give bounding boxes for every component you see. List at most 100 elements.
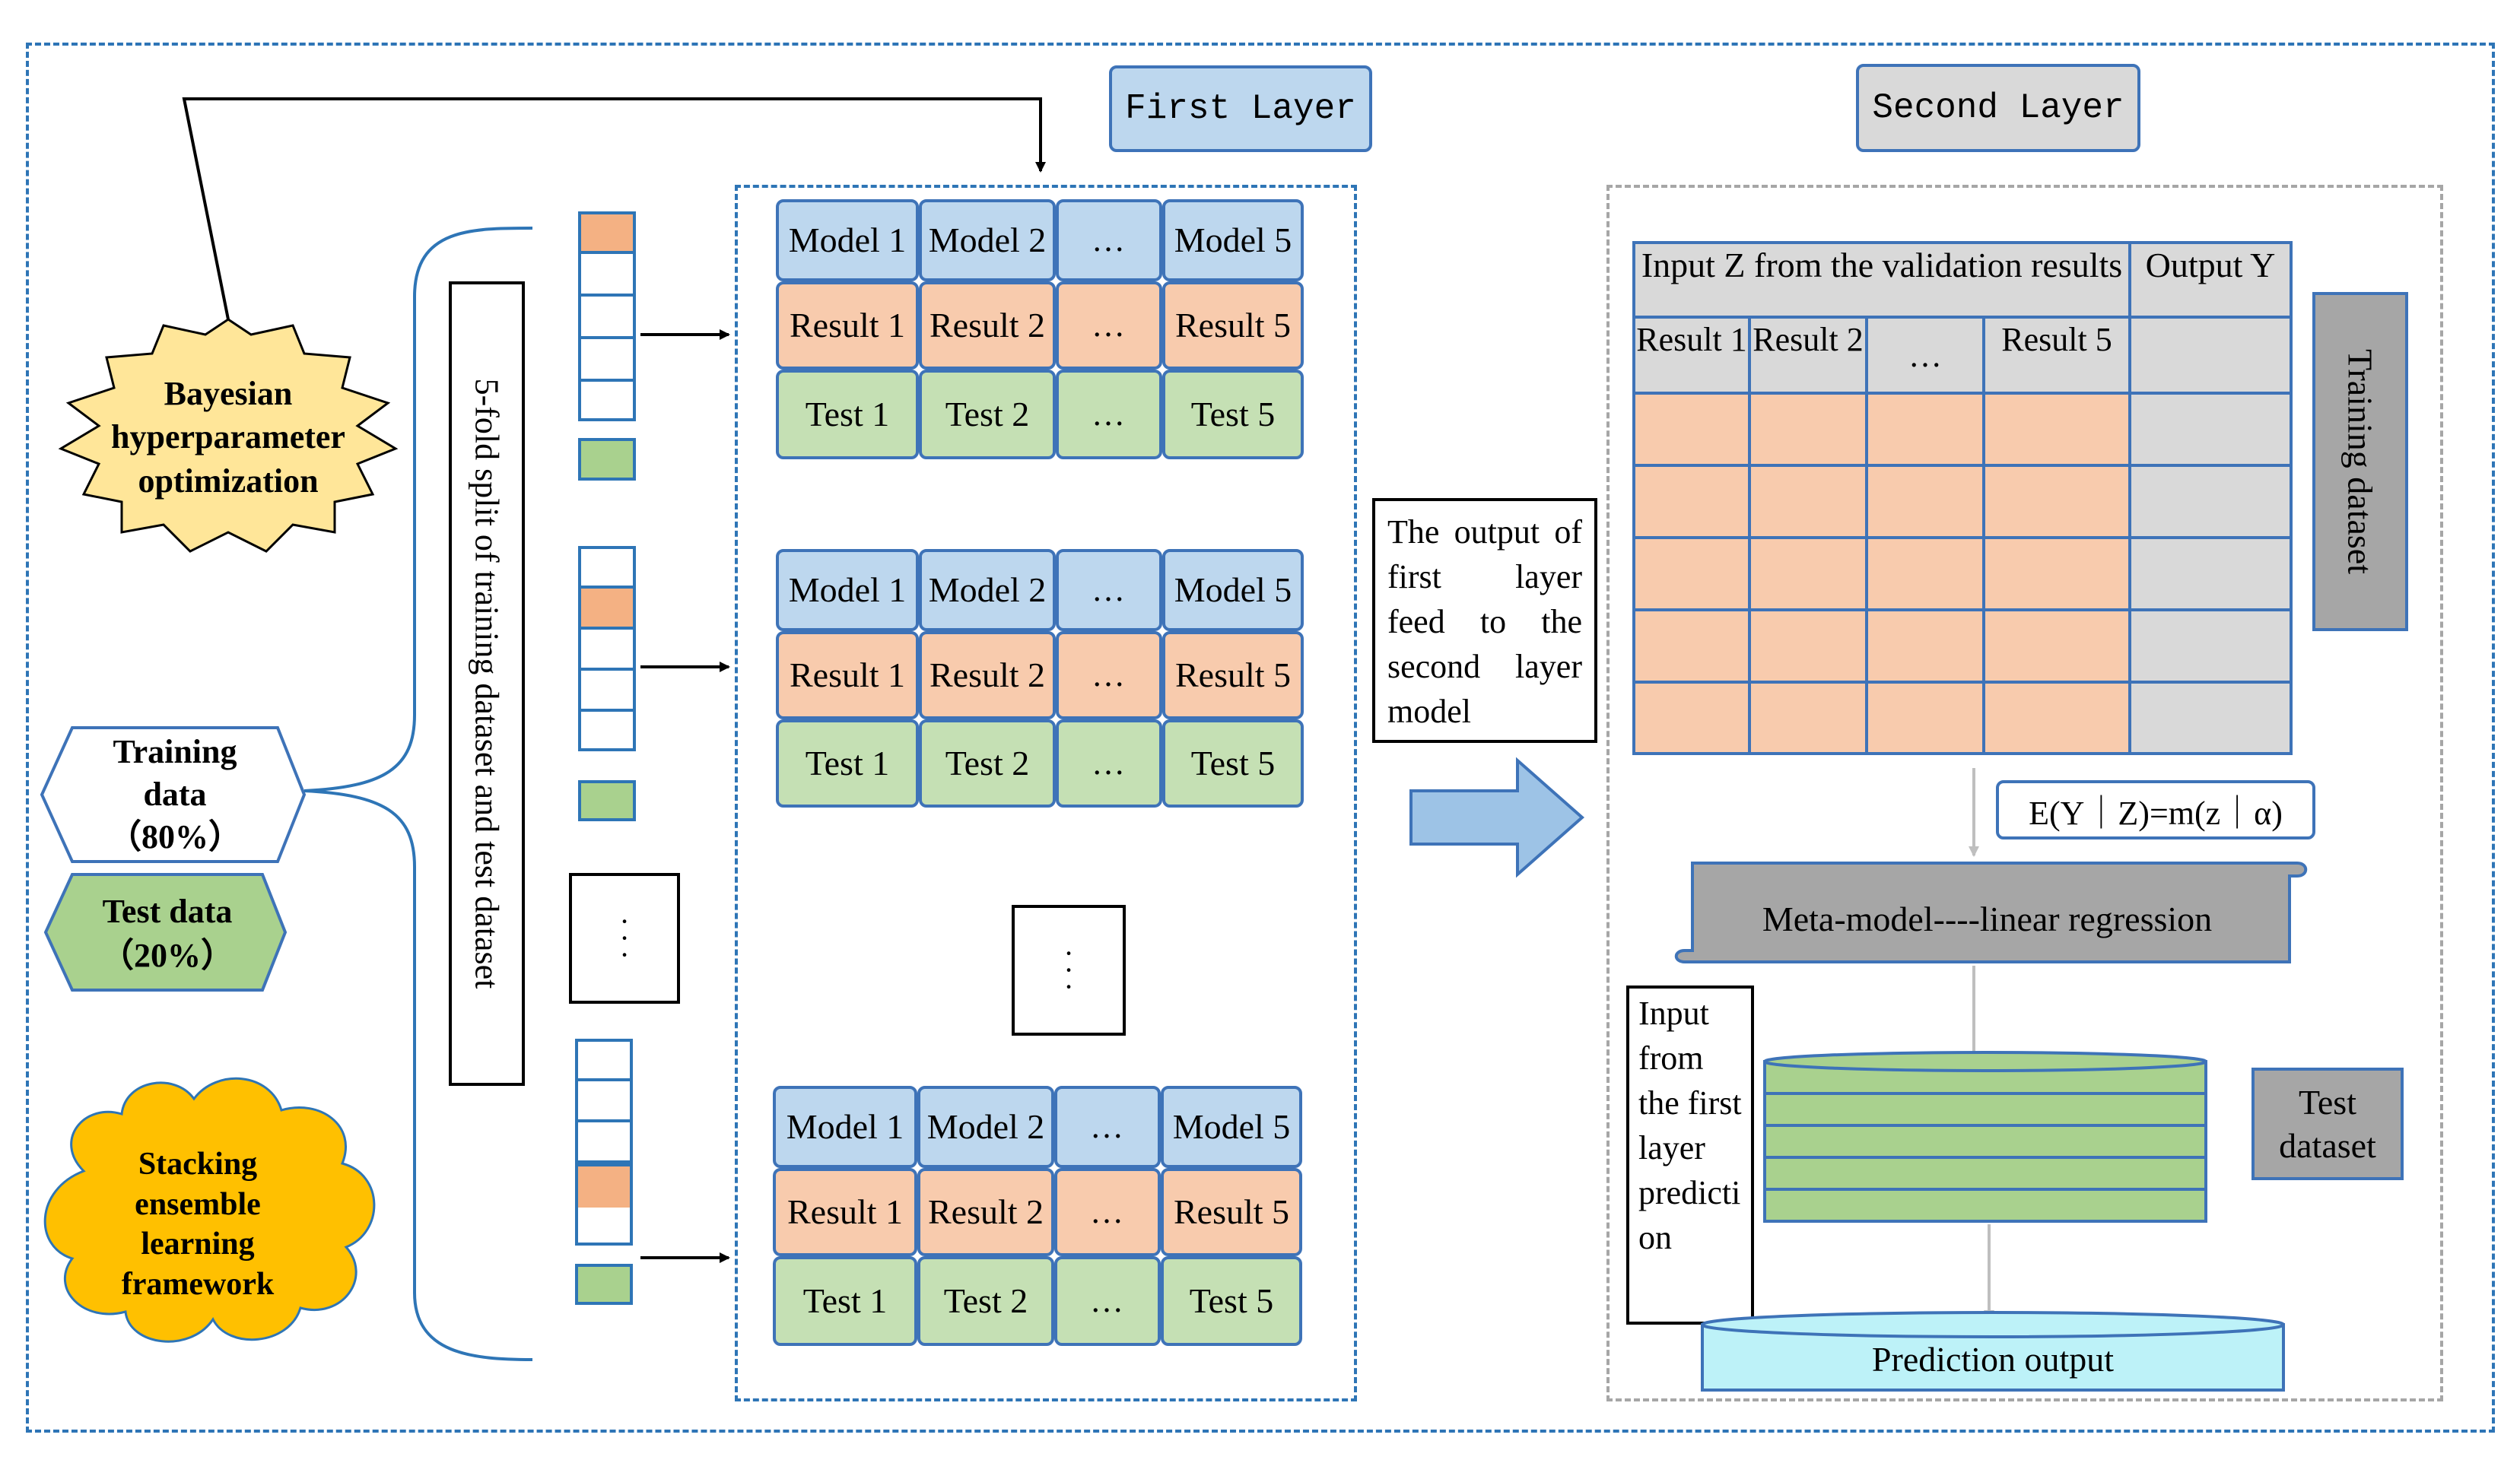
table-subheader-1-text: Result 1 <box>1636 321 1747 358</box>
table-header-input: Input Z from the validation results <box>1632 241 2131 319</box>
result-5-block-1: Result 5 <box>1162 281 1304 370</box>
split-brace <box>303 227 533 1361</box>
test-ellipsis-block-2: … <box>1056 719 1162 808</box>
test-5-block-3: Test 5 <box>1161 1256 1302 1346</box>
table-subheader-2: Result 2 <box>1748 316 1868 395</box>
table-subheader-ellipsis: … <box>1865 316 1985 395</box>
fold-stack-2 <box>578 546 636 751</box>
test-dataset-stack <box>1763 1051 2207 1223</box>
big-block-arrow <box>1409 757 1585 878</box>
model-5-block-1: Model 5 <box>1162 199 1304 281</box>
fold-test-3 <box>575 1264 633 1305</box>
split-label-box: 5-fold split of training dataset and tes… <box>449 281 525 1086</box>
equation-box: E(Y｜Z)=m(z｜α) <box>1996 780 2315 840</box>
table-subheader-5-text: Result 5 <box>2001 321 2112 358</box>
test-1-block-1: Test 1 <box>776 370 919 459</box>
result-1-block-1: Result 1 <box>776 281 919 370</box>
test-data-line-2: （20%） <box>100 936 234 974</box>
table-header-output: Output Y <box>2128 241 2293 319</box>
test-1-block-2: Test 1 <box>776 719 919 808</box>
test-2-block-3: Test 2 <box>917 1256 1054 1346</box>
model-1-block-2: Model 1 <box>776 549 919 631</box>
table-subheader-1: Result 1 <box>1632 316 1751 395</box>
stacking-cloud-shape <box>43 1077 376 1343</box>
block-ellipsis-box: ··· <box>1012 905 1126 1036</box>
output-feed-text: The output of first layer feed to the se… <box>1387 513 1582 730</box>
stacking-line-2: ensemble <box>135 1186 261 1222</box>
first-layer-container <box>735 185 1357 1401</box>
table-header-output-text: Output Y <box>2145 246 2276 284</box>
test-data-hexagon <box>43 873 288 992</box>
split-label-text: 5-fold split of training dataset and tes… <box>468 378 506 989</box>
training-data-line-2: data <box>143 775 207 813</box>
result-2-block-2: Result 2 <box>919 631 1056 719</box>
validation-table: Input Z from the validation results Outp… <box>1632 241 2293 755</box>
model-5-block-3: Model 5 <box>1161 1086 1302 1168</box>
model-2-block-1: Model 2 <box>919 199 1056 281</box>
model-1-block-1: Model 1 <box>776 199 919 281</box>
training-dataset-box: Training dataset <box>2312 292 2408 631</box>
training-dataset-text: Training dataset <box>2340 349 2380 574</box>
first-layer-title: First Layer <box>1109 65 1372 152</box>
second-layer-title: Second Layer <box>1856 64 2140 152</box>
result-ellipsis-block-3: … <box>1054 1168 1161 1256</box>
stacking-line-1: Stacking <box>138 1147 258 1182</box>
result-5-block-3: Result 5 <box>1161 1168 1302 1256</box>
outer-frame <box>26 43 2495 1433</box>
fold-stack-3 <box>575 1039 633 1246</box>
test-ellipsis-block-3: … <box>1054 1256 1161 1346</box>
stacking-line-3: learning <box>141 1227 255 1262</box>
second-layer-container <box>1606 185 2443 1401</box>
model-5-block-2: Model 5 <box>1162 549 1304 631</box>
prediction-output-cylinder <box>1701 1311 2285 1392</box>
fold-ellipsis-box: ··· <box>569 873 680 1004</box>
table-subheader-2-text: Result 2 <box>1753 321 1864 358</box>
meta-model-label: Meta-model----linear regression <box>1762 900 2213 938</box>
table-header-input-text: Input Z from the validation results <box>1641 246 2123 284</box>
model-ellipsis-block-2: … <box>1056 549 1162 631</box>
model-ellipsis-block-3: … <box>1054 1086 1161 1168</box>
meta-model-scroll <box>1674 862 2308 963</box>
bayesian-star-shape <box>58 318 399 553</box>
stacking-label: Stacking ensemble learning framework <box>61 1137 335 1312</box>
test-2-block-1: Test 2 <box>919 370 1056 459</box>
training-data-line-3: （80%） <box>108 818 242 856</box>
result-ellipsis-block-2: … <box>1056 631 1162 719</box>
test-5-block-1: Test 5 <box>1162 370 1304 459</box>
model-2-block-2: Model 2 <box>919 549 1056 631</box>
model-1-block-3: Model 1 <box>773 1086 917 1168</box>
table-subheader-output <box>2128 316 2293 395</box>
table-row <box>1632 464 2293 539</box>
output-feed-box: The output of first layer feed to the se… <box>1372 498 1597 743</box>
result-1-block-3: Result 1 <box>773 1168 917 1256</box>
result-ellipsis-block-1: … <box>1056 281 1162 370</box>
prediction-output-label: Prediction output <box>1871 1339 2115 1379</box>
result-1-block-2: Result 1 <box>776 631 919 719</box>
table-row <box>1632 536 2293 611</box>
bayesian-label: Bayesian hyperparameter optimization <box>111 375 345 500</box>
test-data-label: Test data （20%） <box>61 882 274 985</box>
fold-test-2 <box>578 780 636 821</box>
test-dataset-box: Test dataset <box>2251 1068 2404 1180</box>
test-ellipsis-block-1: … <box>1056 370 1162 459</box>
input-from-first-text: Input from the first layer prediction <box>1638 995 1742 1256</box>
table-row <box>1632 608 2293 684</box>
table-row <box>1632 681 2293 755</box>
training-data-line-1: Training <box>113 732 237 770</box>
table-row <box>1632 392 2293 467</box>
bayesian-feedback-line <box>182 97 1046 320</box>
model-ellipsis-block-1: … <box>1056 199 1162 281</box>
test-5-block-2: Test 5 <box>1162 719 1304 808</box>
training-data-label: Training data （80%） <box>61 730 289 859</box>
result-5-block-2: Result 5 <box>1162 631 1304 719</box>
fold-stack-1 <box>578 211 636 421</box>
model-2-block-3: Model 2 <box>917 1086 1054 1168</box>
fold-test-1 <box>578 438 636 481</box>
result-2-block-1: Result 2 <box>919 281 1056 370</box>
test-2-block-2: Test 2 <box>919 719 1056 808</box>
test-1-block-3: Test 1 <box>773 1256 917 1346</box>
test-data-line-1: Test data <box>102 893 233 931</box>
result-2-block-3: Result 2 <box>917 1168 1054 1256</box>
input-from-first-box: Input from the first layer prediction <box>1626 986 1754 1325</box>
